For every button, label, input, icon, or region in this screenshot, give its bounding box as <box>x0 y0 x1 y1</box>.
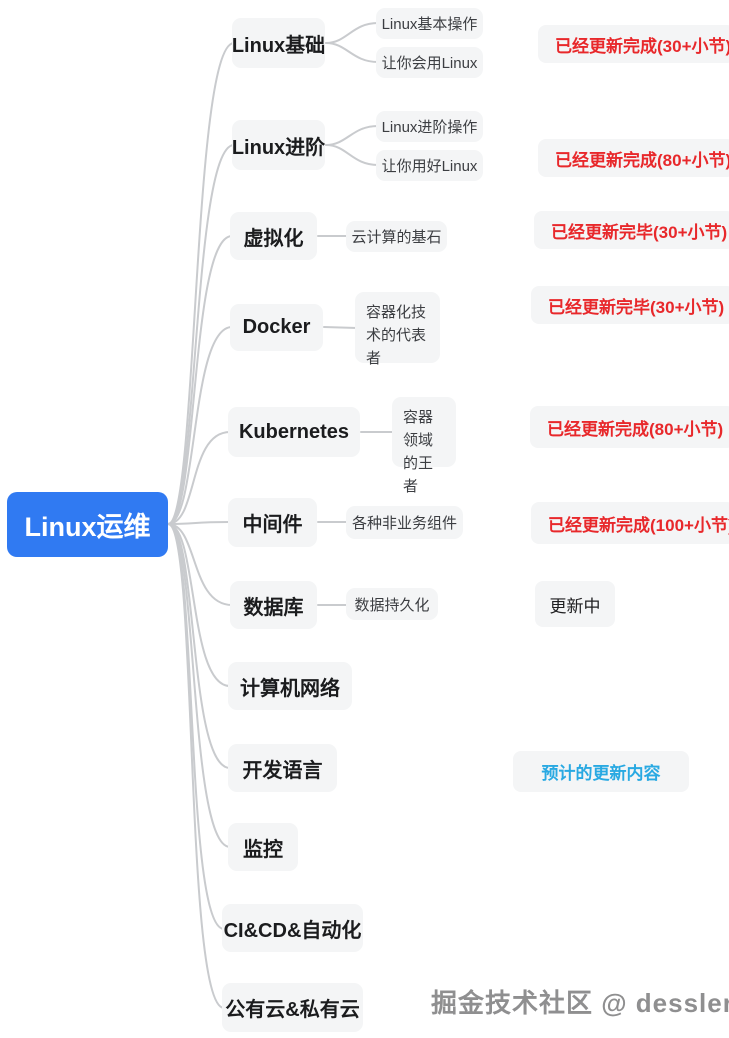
child-node-container-tech-representative: 容器化技术的代表者 <box>355 292 440 367</box>
child-node-cloud-cornerstone: 云计算的基石 <box>346 221 447 252</box>
status-badge-linux-advanced: 已经更新完成(80+小节) <box>538 139 729 177</box>
child-node-linux-basic-ops: Linux基本操作 <box>376 8 483 39</box>
branch-node-computer-network: 计算机网络 <box>228 662 352 710</box>
child-node-linux-advanced-ops: Linux进阶操作 <box>376 111 483 142</box>
child-node-data-persistence: 数据持久化 <box>346 588 438 620</box>
status-badge-database-updating: 更新中 <box>535 581 615 627</box>
branch-node-virtualization: 虚拟化 <box>230 212 317 260</box>
watermark-text: 掘金技术社区 @ dessler <box>431 988 729 1018</box>
status-badge-middleware: 已经更新完成(100+小节) <box>531 502 729 544</box>
branch-node-cicd-automation: CI&CD&自动化 <box>222 904 363 952</box>
central-topic-node: Linux运维 <box>7 492 168 557</box>
status-badge-docker: 已经更新完毕(30+小节) <box>531 286 729 324</box>
branch-node-kubernetes: Kubernetes <box>228 407 360 457</box>
status-badge-virtualization: 已经更新完毕(30+小节) <box>534 211 729 249</box>
branch-node-public-private-cloud: 公有云&私有云 <box>222 983 363 1032</box>
branch-node-database: 数据库 <box>230 581 317 629</box>
status-badge-linux-basics: 已经更新完成(30+小节) <box>538 25 729 63</box>
branch-node-monitoring: 监控 <box>228 823 298 871</box>
child-node-non-business-components: 各种非业务组件 <box>346 506 463 539</box>
branch-node-middleware: 中间件 <box>228 498 317 547</box>
branch-node-dev-languages: 开发语言 <box>228 744 337 792</box>
child-node-use-linux: 让你会用Linux <box>376 47 483 78</box>
child-node-master-linux: 让你用好Linux <box>376 150 483 181</box>
branch-node-docker: Docker <box>230 304 323 351</box>
branch-node-linux-basics: Linux基础 <box>232 18 325 68</box>
status-badge-planned-content: 预计的更新内容 <box>513 751 689 792</box>
status-badge-kubernetes: 已经更新完成(80+小节) <box>530 406 729 448</box>
branch-node-linux-advanced: Linux进阶 <box>232 120 325 170</box>
child-node-container-king: 容器领域的王者 <box>392 397 456 495</box>
